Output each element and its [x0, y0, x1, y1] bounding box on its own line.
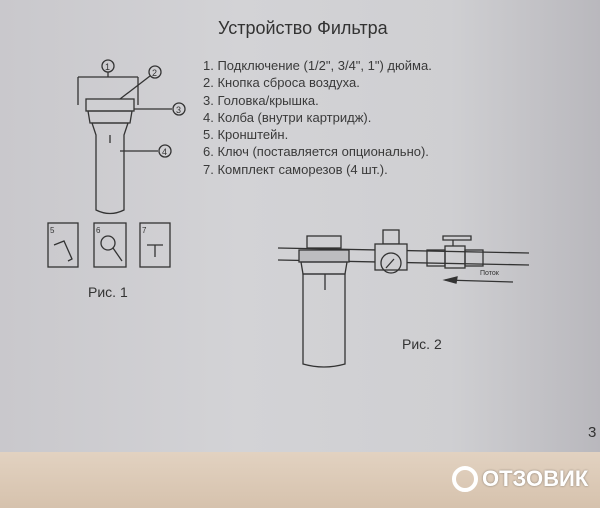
svg-text:Поток: Поток [480, 270, 500, 277]
list-item: 3. Головка/крышка. [203, 92, 319, 108]
list-item: 5. Кронштейн. [203, 127, 289, 143]
list-item: 6. Ключ (поставляется опционально). [203, 144, 429, 160]
svg-text:7: 7 [142, 226, 147, 235]
figure-1-filter-diagram: 1 2 3 4 5 6 7 [47, 59, 186, 268]
document-page [0, 0, 600, 452]
figure-1-caption: Рис. 1 [88, 284, 128, 300]
svg-text:4: 4 [162, 147, 167, 157]
figure-2-caption: Рис. 2 [402, 336, 442, 352]
list-item: 4. Колба (внутри картридж). [203, 109, 372, 125]
list-item: 7. Комплект саморезов (4 шт.). [203, 161, 388, 177]
svg-text:5: 5 [50, 226, 55, 235]
logo-icon [452, 466, 478, 492]
table-surface [0, 452, 600, 508]
svg-text:6: 6 [96, 226, 101, 235]
list-item: 2. Кнопка сброса воздуха. [203, 75, 360, 91]
watermark-text: ОТЗОВИК [482, 466, 589, 491]
svg-text:2: 2 [152, 68, 157, 78]
watermark-logo: ОТЗОВИК [452, 466, 588, 492]
svg-text:1: 1 [105, 62, 110, 72]
list-item: 1. Подключение (1/2", 3/4", 1") дюйма. [203, 58, 432, 73]
svg-text:3: 3 [176, 105, 181, 115]
page-number: 3 [588, 424, 597, 441]
figure-2-installation-diagram: Поток [277, 229, 530, 368]
page-title: Устройство Фильтра [218, 18, 388, 38]
parts-list: 1. Подключение (1/2", 3/4", 1") дюйма. 2… [203, 57, 432, 178]
